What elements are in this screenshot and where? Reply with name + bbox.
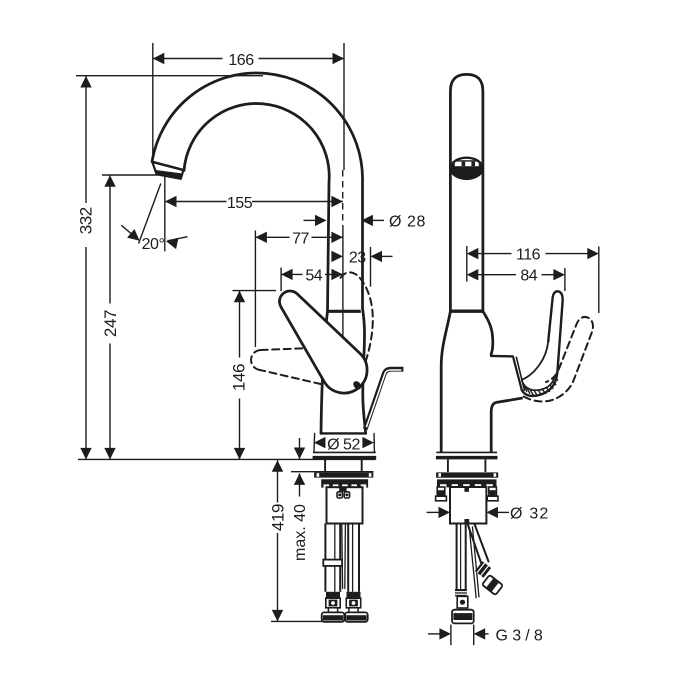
svg-text:G3/8: G3/8 [496, 627, 548, 644]
svg-text:54: 54 [305, 267, 322, 284]
svg-text:419: 419 [268, 504, 287, 531]
svg-text:Ø 32: Ø 32 [510, 505, 550, 522]
svg-text:247: 247 [101, 310, 120, 337]
svg-text:332: 332 [76, 207, 95, 234]
svg-text:Ø 28: Ø 28 [389, 213, 426, 230]
svg-text:Ø 52: Ø 52 [327, 436, 360, 453]
svg-text:155: 155 [227, 195, 253, 212]
svg-text:166: 166 [228, 52, 254, 69]
svg-text:max. 40: max. 40 [292, 504, 309, 561]
svg-text:20°: 20° [142, 236, 165, 253]
svg-text:77: 77 [292, 230, 309, 247]
svg-text:146: 146 [230, 364, 249, 391]
svg-text:84: 84 [520, 268, 537, 285]
svg-text:116: 116 [516, 247, 541, 264]
svg-text:23: 23 [349, 249, 366, 266]
